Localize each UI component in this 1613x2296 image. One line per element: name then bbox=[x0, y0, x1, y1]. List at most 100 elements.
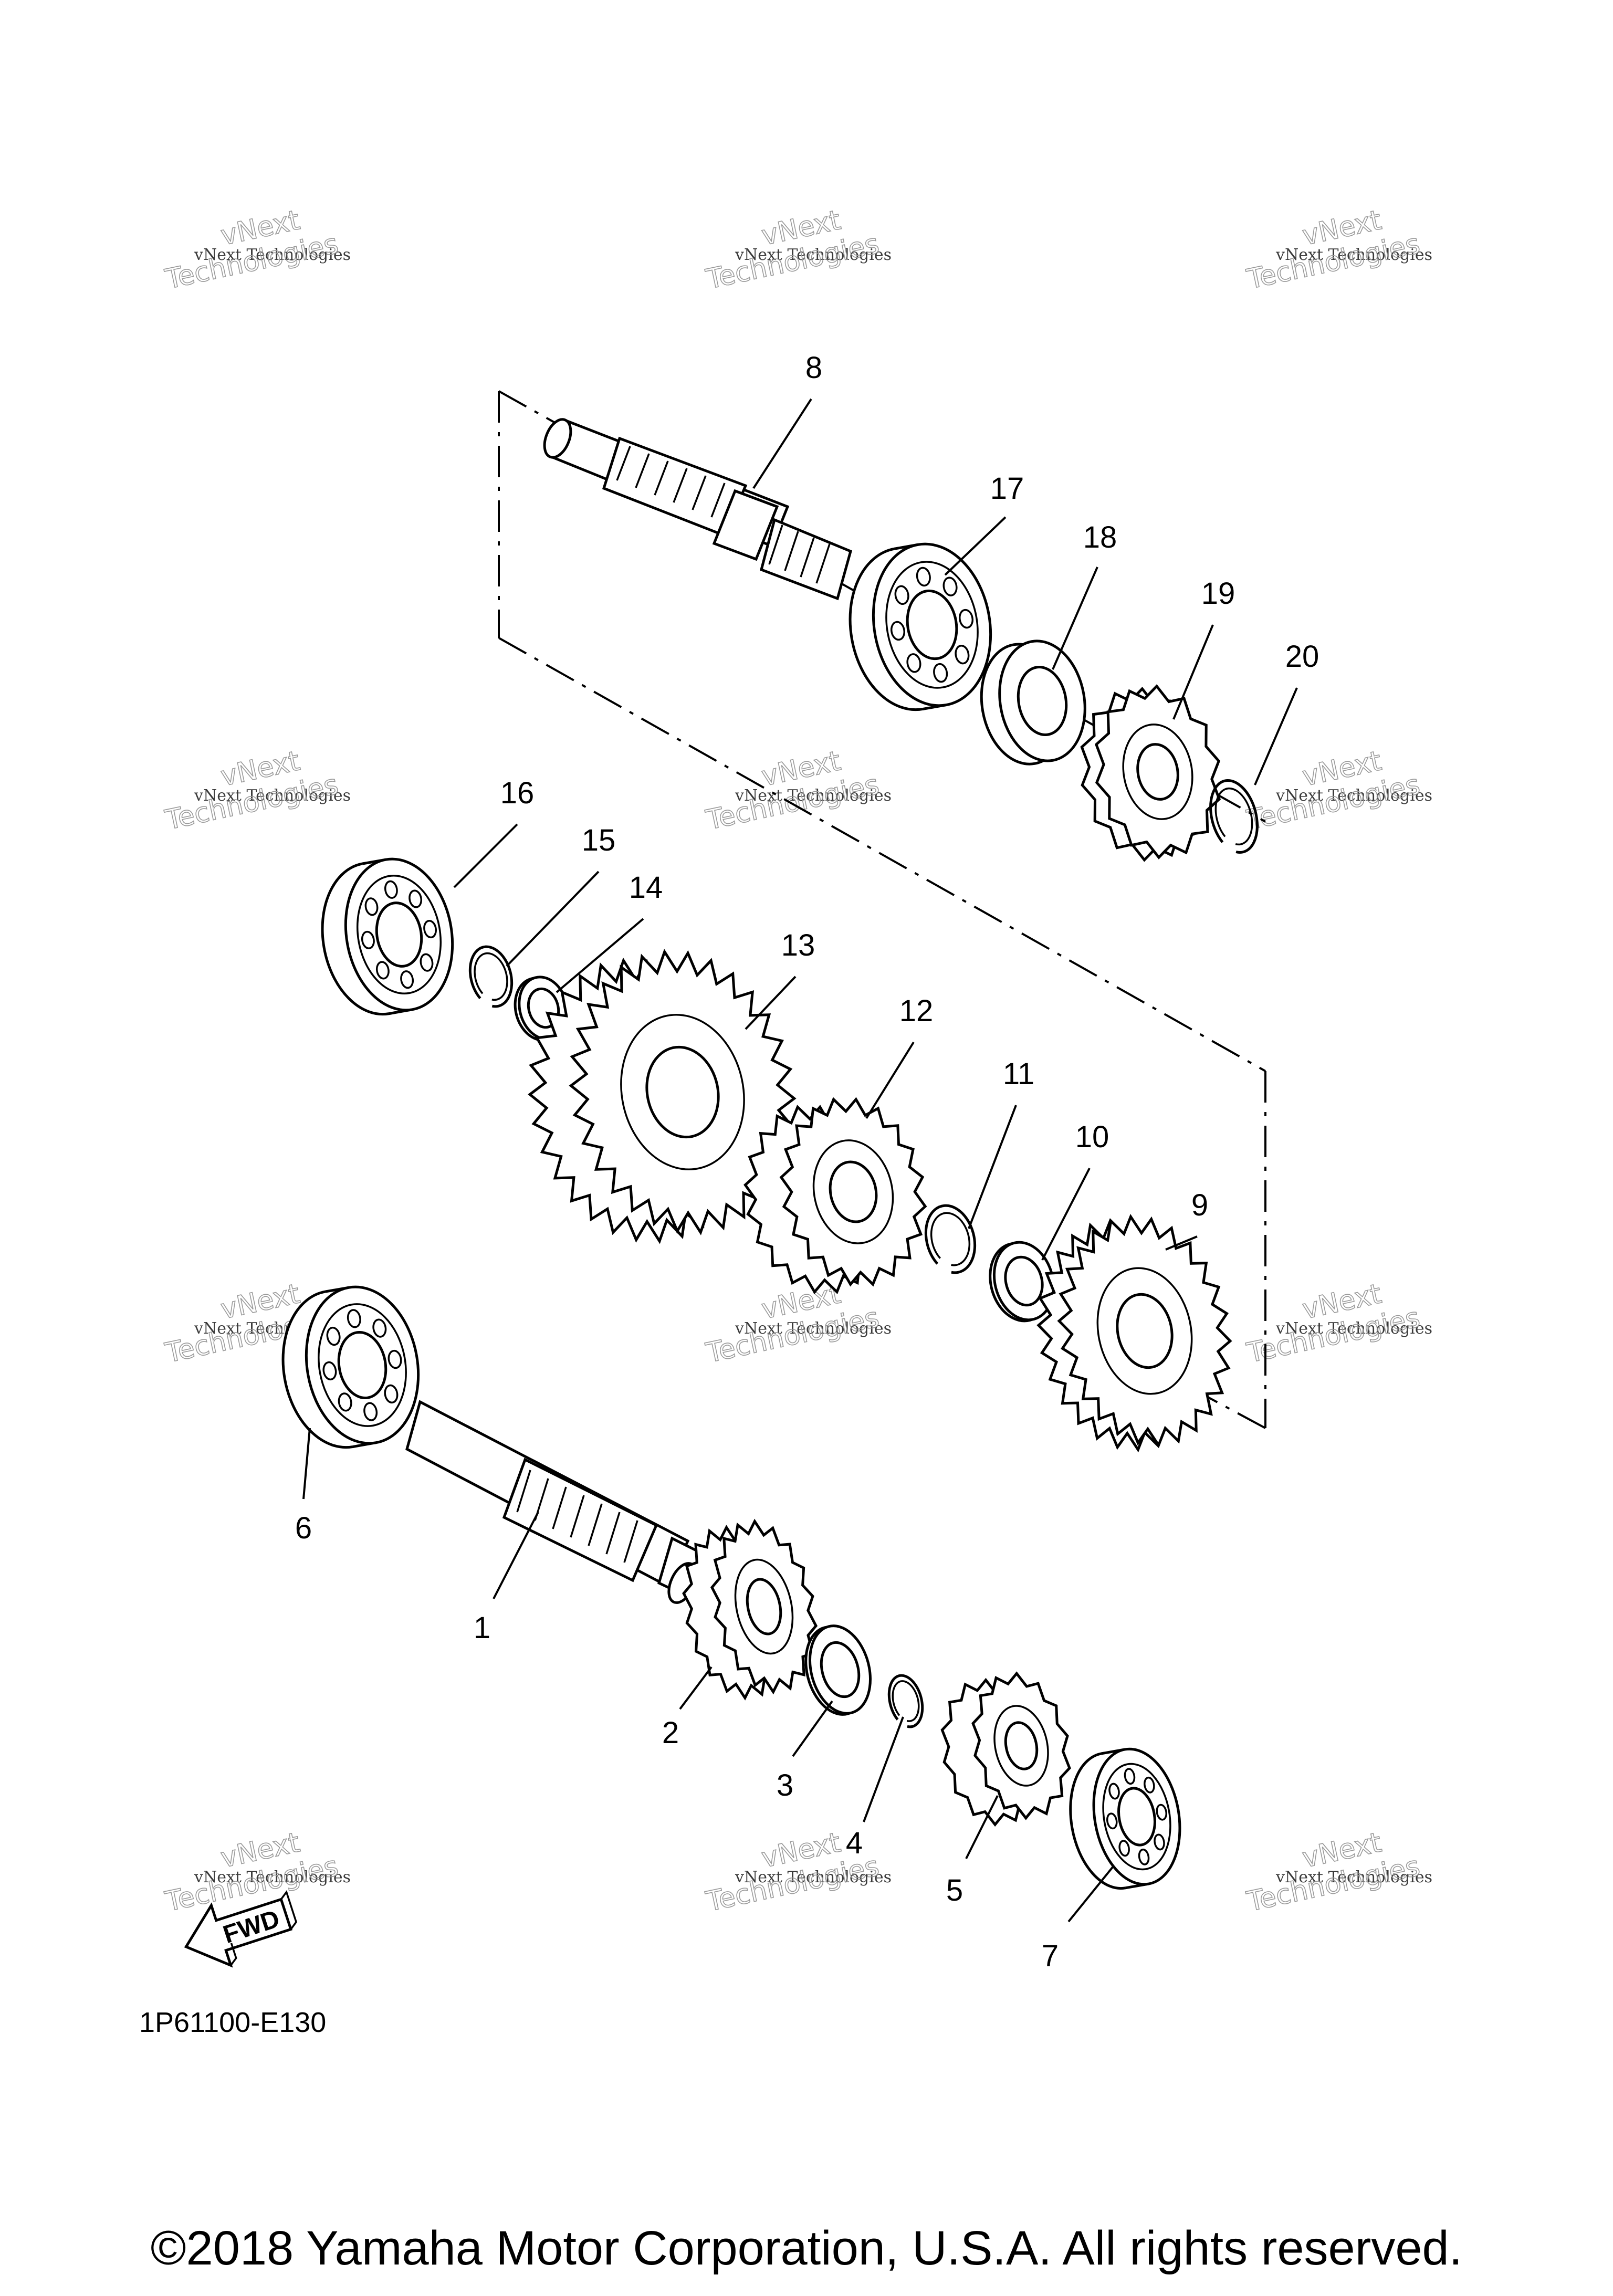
callout-18: 18 bbox=[1083, 520, 1117, 554]
watermark-text: vNext Technologies bbox=[735, 1868, 892, 1886]
bearing-ball bbox=[384, 1384, 399, 1404]
leader-17 bbox=[944, 516, 1007, 576]
spline-line bbox=[654, 460, 669, 496]
bearing-ball bbox=[955, 644, 970, 665]
leader-2 bbox=[679, 1666, 713, 1710]
callout-8: 8 bbox=[805, 351, 822, 385]
callout-17: 17 bbox=[990, 471, 1024, 506]
circlip-15 bbox=[468, 945, 514, 1008]
gear-shape bbox=[1080, 684, 1221, 862]
bearing-race bbox=[1102, 1763, 1171, 1871]
watermark-text: vNext Technologies bbox=[1275, 246, 1432, 264]
bearing-ball bbox=[1144, 1776, 1155, 1794]
watermark-text: vNext Technologies bbox=[1275, 1868, 1432, 1886]
gear-face bbox=[971, 1671, 1071, 1820]
watermark-text: vNext Technologies bbox=[735, 246, 892, 264]
callout-1: 1 bbox=[474, 1611, 490, 1645]
spline-line bbox=[605, 1512, 621, 1555]
leader-18 bbox=[1052, 567, 1098, 670]
leader-16 bbox=[453, 823, 518, 888]
washer-10 bbox=[989, 1241, 1055, 1323]
watermark-text: vNext Technologies bbox=[1275, 787, 1432, 805]
leader-12 bbox=[865, 1041, 915, 1119]
bearing-ball bbox=[423, 920, 437, 939]
seal-face bbox=[998, 639, 1086, 762]
dash-line bbox=[498, 637, 1266, 1072]
bearing-ball bbox=[1138, 1848, 1150, 1865]
spline-line bbox=[635, 453, 650, 488]
watermark-text: vNext Technologies bbox=[1275, 1319, 1432, 1338]
leader-7 bbox=[1067, 1865, 1114, 1923]
bearing-inner-race bbox=[1117, 1787, 1156, 1847]
ring-inner bbox=[1004, 1255, 1044, 1307]
callout-7: 7 bbox=[1042, 1939, 1059, 1973]
ring-inner bbox=[892, 1680, 920, 1722]
callout-5: 5 bbox=[946, 1873, 963, 1907]
diagram-code: 1P61100-E130 bbox=[139, 2007, 326, 2038]
callout-2: 2 bbox=[662, 1716, 679, 1750]
bearing-race bbox=[885, 561, 979, 689]
leader-20 bbox=[1254, 687, 1298, 785]
bearing-ball bbox=[363, 1402, 378, 1421]
callout-14: 14 bbox=[629, 871, 663, 905]
ring-inner bbox=[474, 952, 508, 1001]
bearing-ball bbox=[322, 1361, 337, 1381]
callout-3: 3 bbox=[777, 1768, 793, 1802]
bearing-ball bbox=[361, 930, 375, 949]
gear-bore bbox=[746, 1578, 782, 1635]
spline-line bbox=[673, 468, 688, 503]
callout-11: 11 bbox=[1003, 1057, 1034, 1091]
bearing-race bbox=[356, 875, 442, 994]
gear-bore bbox=[829, 1160, 878, 1223]
callout-10: 10 bbox=[1075, 1120, 1109, 1154]
shaft-end bbox=[543, 418, 572, 459]
bearing-outer-race bbox=[872, 542, 992, 707]
bearing-ball bbox=[1106, 1812, 1118, 1830]
gear-face bbox=[710, 1518, 818, 1695]
gear-hub bbox=[734, 1558, 794, 1655]
ring-outline bbox=[887, 1674, 924, 1728]
bearing-shape bbox=[281, 1285, 420, 1449]
bearing-inner-race bbox=[906, 589, 958, 661]
gear-shape bbox=[1036, 1213, 1232, 1453]
callout-9: 9 bbox=[1191, 1188, 1208, 1222]
bearing-inner-race bbox=[337, 1330, 387, 1400]
spline-line bbox=[800, 537, 815, 578]
spline-line bbox=[570, 1495, 585, 1538]
bearing-ball bbox=[384, 880, 398, 899]
ring-outline bbox=[924, 1204, 977, 1274]
callout-4: 4 bbox=[846, 1826, 863, 1860]
ring-outline bbox=[808, 1624, 872, 1715]
spline-line bbox=[616, 446, 631, 481]
bearing-ball bbox=[409, 889, 423, 908]
spline-line bbox=[588, 1503, 603, 1546]
leader-13 bbox=[745, 976, 797, 1030]
bearing-ball bbox=[375, 961, 390, 980]
main-axle-shaft bbox=[405, 1400, 727, 1609]
bearing-ball bbox=[1108, 1783, 1120, 1800]
gear-bore bbox=[645, 1045, 720, 1139]
ring-inner bbox=[1214, 787, 1253, 846]
leader-19 bbox=[1172, 624, 1214, 720]
watermark-text: vNext Technologies bbox=[194, 1868, 351, 1886]
leader-15 bbox=[506, 871, 600, 967]
washer-3 bbox=[804, 1624, 872, 1716]
gear-shape bbox=[682, 1518, 818, 1701]
bearing-ball bbox=[338, 1392, 352, 1412]
leader-14 bbox=[556, 918, 644, 993]
leader-1 bbox=[493, 1512, 539, 1599]
leader-4 bbox=[863, 1716, 904, 1822]
callout-6: 6 bbox=[295, 1511, 312, 1545]
bearing-shape bbox=[849, 542, 992, 711]
gear-bore bbox=[1004, 1721, 1039, 1770]
leader-9 bbox=[1165, 1235, 1198, 1251]
